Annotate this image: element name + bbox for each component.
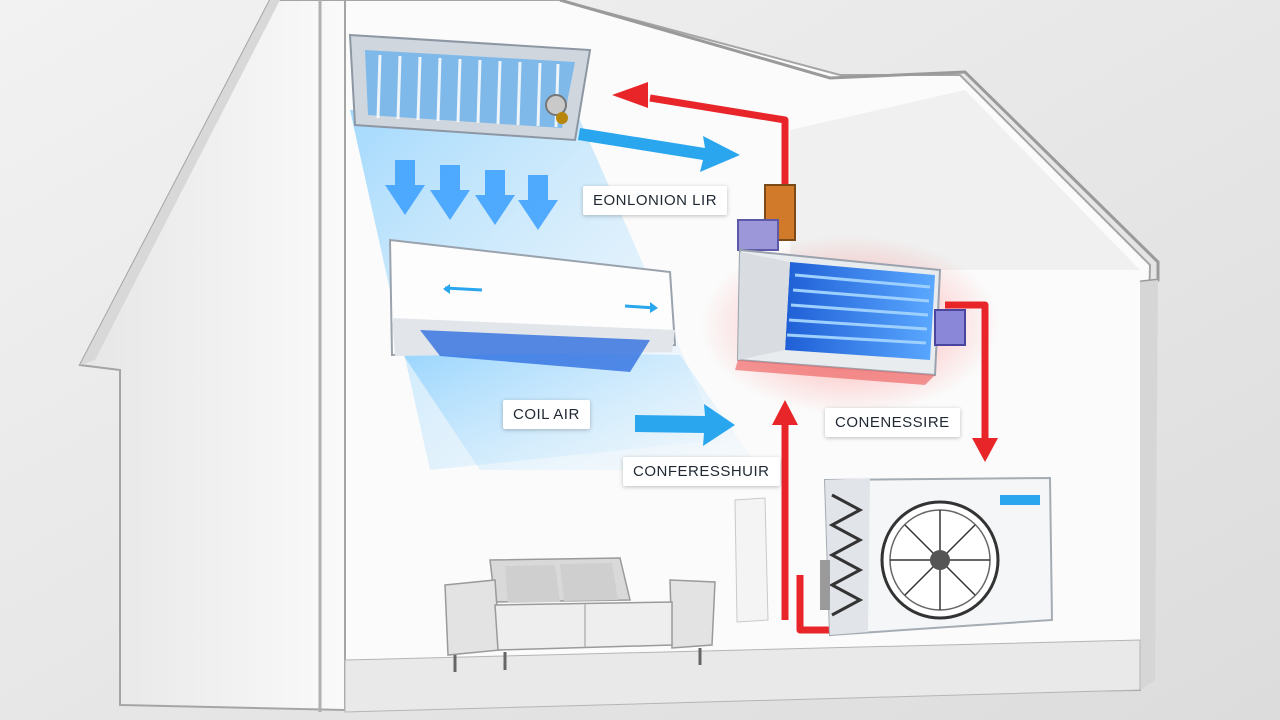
- split-indoor-unit-icon: [388, 238, 677, 372]
- label-coil-air: COIL AIR: [503, 400, 590, 429]
- label-top-right: EONLONION LIR: [583, 186, 728, 215]
- cold-flow-arrow-top: [578, 128, 740, 172]
- floor: [344, 639, 1141, 713]
- hot-refrigerant-lines: [649, 94, 989, 634]
- wall-panel: [734, 497, 769, 623]
- label-right: CONENESSIRE: [825, 408, 960, 437]
- attic-plane: [790, 90, 1140, 270]
- house-right-wall: [1140, 280, 1158, 690]
- hot-arrow-head-top: [612, 82, 648, 108]
- hot-arrow-head-right: [972, 438, 998, 462]
- outdoor-fan-unit-icon: [820, 476, 1054, 637]
- condenser-coil-icon: [735, 248, 966, 385]
- roof-edge: [80, 0, 280, 365]
- hot-arrow-head-up: [772, 400, 798, 425]
- sofa-icon: [444, 557, 716, 672]
- label-bottom-center: CONFERESSHUIR: [623, 457, 780, 486]
- pipe-fitting-icon: [737, 184, 796, 251]
- cold-air-down-arrows: [385, 160, 558, 230]
- cold-flow-arrow-mid: [635, 404, 735, 446]
- evaporator-coil-icon: [348, 33, 592, 142]
